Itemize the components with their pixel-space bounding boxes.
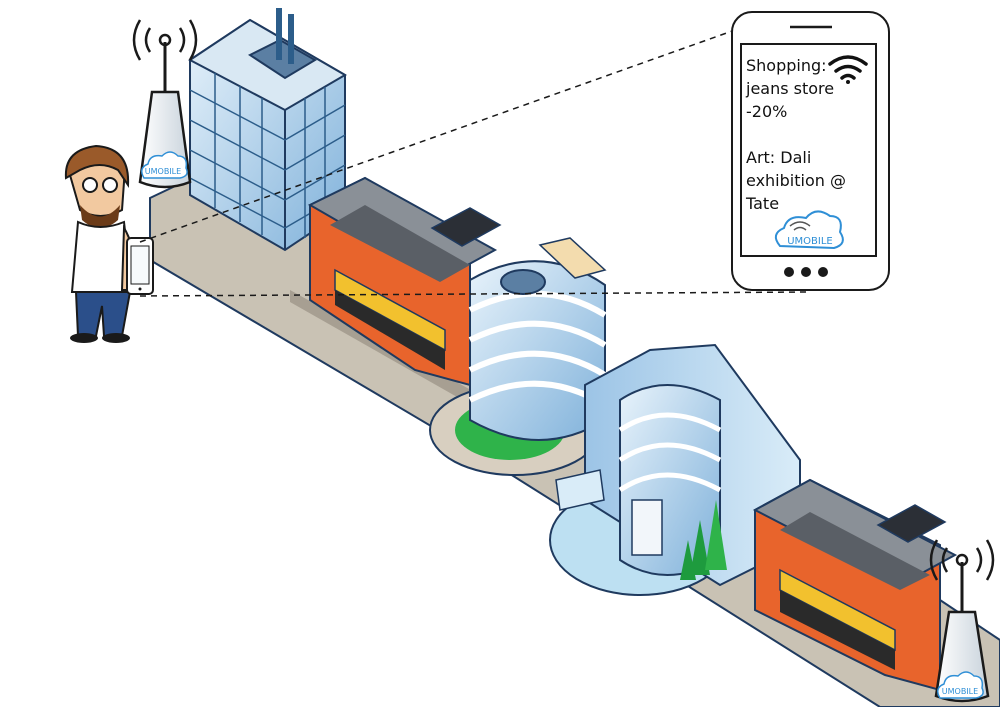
wifi-icon <box>828 55 868 84</box>
umobile-logo-text-right: UMOBILE <box>942 687 978 696</box>
umobile-logo-tower-right <box>937 671 984 699</box>
phone-screen-text: Shopping: jeans store -20% Art: Dali exh… <box>746 54 866 215</box>
round-building <box>429 237 607 476</box>
phone-line-art: Art: Dali <box>746 148 812 167</box>
phone-line-store: jeans store <box>746 79 835 98</box>
phone-line-venue: Tate <box>746 194 780 213</box>
umobile-logo-tower-left <box>141 151 188 179</box>
umobile-logo-text-left: UMOBILE <box>145 167 181 176</box>
phone-line-exhibition: exhibition @ <box>746 171 846 190</box>
store-right <box>752 478 958 692</box>
umobile-logo-text: UMOBILE <box>787 236 833 247</box>
phone-line-shopping: Shopping: <box>746 56 827 75</box>
umobile-cloud-logo <box>774 210 844 250</box>
phone-line-spacer <box>746 123 866 146</box>
callout-lines <box>139 29 811 297</box>
smartphone-small <box>126 237 154 295</box>
phone-line-discount: -20% <box>746 102 788 121</box>
store-left <box>307 176 502 387</box>
glass-office <box>549 343 801 596</box>
office-tower <box>188 8 347 252</box>
person <box>64 144 135 343</box>
